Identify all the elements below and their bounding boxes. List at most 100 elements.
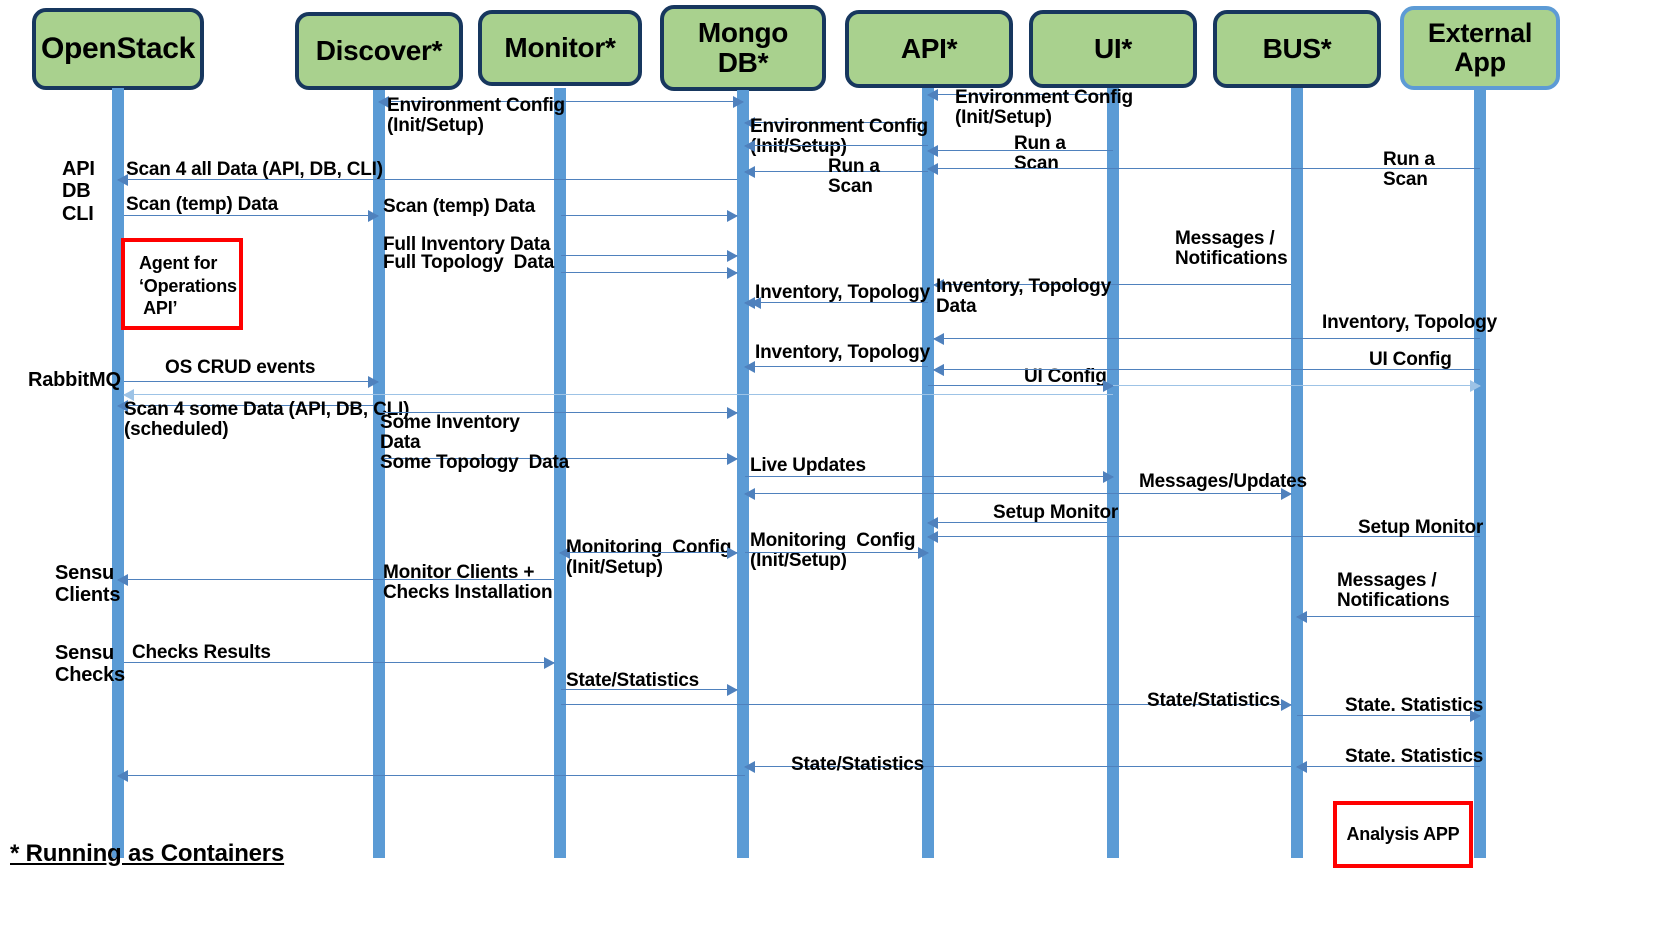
message-arrow-ui-config-api-ui	[928, 380, 1114, 392]
arrowhead-r-icon	[727, 407, 738, 419]
arrowhead-l-icon	[1296, 611, 1307, 623]
message-arrow-full-inventory-data	[561, 250, 738, 262]
message-arrow-state-statistics-mon-db	[561, 684, 738, 696]
message-label-monitoring-config-mon-label: Monitoring Config (Init/Setup)	[566, 537, 732, 578]
participant-label: Discover*	[315, 34, 443, 66]
message-label-env-config-discover-label: Environment Config (Init/Setup)	[387, 95, 565, 136]
participant-label: BUS*	[1262, 32, 1332, 64]
arrowhead-r-icon	[733, 96, 744, 108]
arrowhead-r-icon	[1281, 488, 1292, 500]
message-label-inv-topo-label-2: Inventory, Topology	[755, 342, 930, 363]
message-label-env-config-mongodb-label: Environment Config (Init/Setup)	[750, 116, 928, 157]
message-arrow-monitor-clients-checks	[117, 574, 554, 586]
arrowhead-r-icon	[368, 210, 379, 222]
lifeline-openstack	[112, 88, 124, 858]
message-arrow-scan-4-all-data	[117, 174, 737, 186]
message-arrow-inventory-topology-api-mongo	[744, 361, 928, 373]
message-label-state-stats-db-label: State/Statistics	[791, 754, 925, 775]
message-arrow-messages-updates	[1113, 488, 1292, 500]
message-label-run-a-scan-ext-label: Run a Scan	[1383, 149, 1435, 190]
message-arrow-scan-temp-data-mongodb	[561, 210, 738, 222]
arrowhead-r-icon	[1103, 380, 1114, 392]
message-arrow-setup-monitor-ui-api	[927, 517, 1107, 529]
arrowhead-l-icon	[744, 117, 755, 129]
arrowhead-l-icon	[117, 400, 128, 412]
message-arrow-env-config-ui-api	[927, 89, 1113, 101]
message-arrow-run-a-scan-ext-api	[927, 163, 1480, 175]
message-label-state-stats-ext-label-2: State. Statistics	[1345, 746, 1484, 767]
arrowhead-l-icon	[927, 89, 938, 101]
participant-label: External App	[1427, 17, 1533, 77]
arrowhead-l-icon	[927, 531, 938, 543]
message-arrow-messages-notifications-2	[1296, 611, 1480, 623]
message-arrow-run-a-scan-ui-api	[927, 145, 1113, 157]
message-arrow-full-topology-data	[561, 267, 738, 279]
message-label-some-inventory-data-label: Some Inventory Data	[380, 412, 520, 453]
message-label-messages-updates-label: Messages/Updates	[1139, 471, 1307, 492]
message-label-run-a-scan-api-label: Run a Scan	[828, 156, 880, 197]
message-arrow-state-statistics-bus-db	[744, 761, 1291, 773]
message-label-os-crud-events-label: OS CRUD events	[165, 357, 316, 378]
arrowhead-r-icon	[1470, 710, 1481, 722]
message-arrow-monitoring-config-mongodb	[560, 547, 738, 559]
participant-label: Monitor*	[504, 31, 616, 63]
message-arrow-env-config-api-mongodb-1	[744, 117, 928, 129]
arrowhead-l-icon	[117, 174, 128, 186]
message-arrow-state-statistics-bus-ext	[1297, 710, 1481, 722]
message-label-state-stats-ext-label-1: State. Statistics	[1345, 695, 1484, 716]
arrowhead-r-icon	[1470, 380, 1481, 392]
message-arrow-state-statistics-db-bus	[561, 699, 1292, 711]
lifeline-bus	[1291, 88, 1303, 858]
arrowhead-l-icon	[117, 770, 128, 782]
message-label-some-topology-data-label: Some Topology Data	[380, 452, 570, 473]
side-label-api-db-cli: API DB CLI	[62, 158, 95, 225]
message-label-inv-topo-data-label: Inventory, Topology Data	[936, 276, 1111, 317]
arrowhead-r-icon	[727, 210, 738, 222]
message-arrow-run-a-scan-mongodb-api	[744, 166, 928, 178]
callout-agent-operations-api[interactable]: Agent for ‘Operations API’	[121, 238, 243, 330]
message-label-setup-monitor-api-label: Setup Monitor	[993, 502, 1119, 523]
arrowhead-l-icon	[927, 517, 938, 529]
participant-ui[interactable]: UI*	[1029, 10, 1197, 88]
arrowhead-l-icon	[559, 547, 570, 559]
lifeline-monitor	[554, 88, 566, 858]
message-label-checks-results-label: Checks Results	[132, 642, 271, 663]
arrowhead-r-icon	[727, 267, 738, 279]
arrowhead-l-icon	[927, 145, 938, 157]
arrowhead-l-icon	[750, 297, 761, 309]
arrowhead-r-icon	[368, 376, 379, 388]
arrowhead-r-icon	[1103, 471, 1114, 483]
lifeline-external	[1474, 90, 1486, 858]
footnote-running-as-containers: * Running as Containers	[10, 840, 285, 867]
message-arrow-scan-temp-data-os-discover	[124, 210, 379, 222]
arrowhead-l-icon	[1296, 761, 1307, 773]
participant-monitor[interactable]: Monitor*	[478, 10, 642, 86]
message-label-scan-temp-data-disc-label: Scan (temp) Data	[383, 196, 536, 217]
lifeline-discover	[373, 90, 385, 858]
arrowhead-r-icon	[727, 684, 738, 696]
message-label-ui-config-ext-label: UI Config	[1369, 349, 1452, 370]
message-arrow-some-topology-data	[380, 453, 738, 465]
participant-bus[interactable]: BUS*	[1213, 10, 1381, 88]
arrowhead-r-icon	[727, 250, 738, 262]
participant-discover[interactable]: Discover*	[295, 12, 463, 90]
arrowhead-r-icon	[1281, 699, 1292, 711]
arrowhead-l-icon	[933, 279, 944, 291]
message-label-full-inventory-data-label: Full Inventory Data	[383, 234, 551, 255]
message-arrow-env-config-mongodb-discover	[378, 96, 737, 108]
participant-openstack[interactable]: OpenStack	[32, 8, 204, 90]
message-arrow-messages-notifications-1	[933, 279, 1291, 291]
side-label-rabbitmq: RabbitMQ	[28, 369, 121, 391]
arrowhead-l-icon	[378, 96, 389, 108]
message-arrow-env-config-api-mongodb-2	[744, 140, 928, 152]
arrowhead-l-icon	[117, 574, 128, 586]
message-label-messages-notif-1-label: Messages / Notifications	[1175, 228, 1288, 269]
participant-external[interactable]: External App	[1400, 6, 1560, 90]
participant-mongodb[interactable]: Mongo DB*	[660, 5, 826, 91]
message-arrow-inventory-topology-bus-api	[933, 333, 1480, 345]
callout-analysis-app[interactable]: Analysis APP	[1333, 801, 1473, 868]
message-arrow-setup-monitor-ext-api	[927, 531, 1480, 543]
participant-api[interactable]: API*	[845, 10, 1013, 88]
arrowhead-l-icon	[933, 333, 944, 345]
